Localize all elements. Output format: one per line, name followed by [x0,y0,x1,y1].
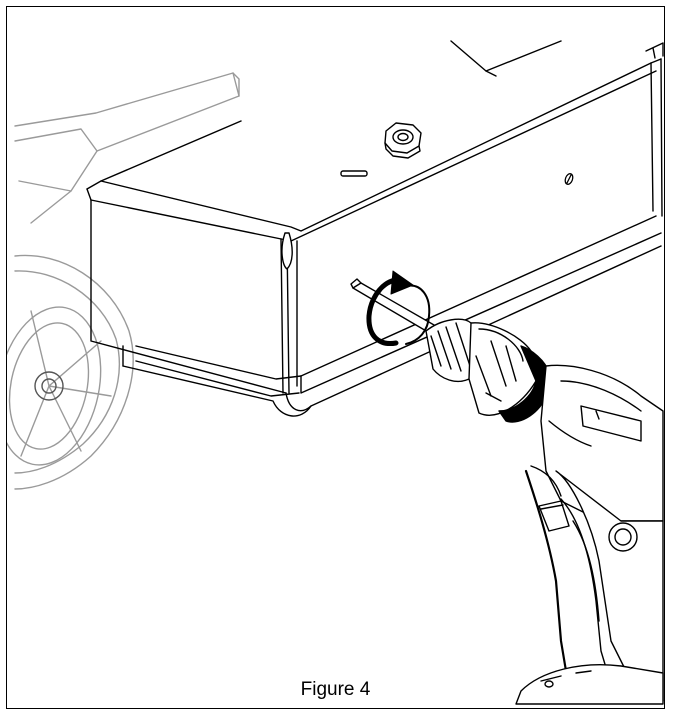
hopper-box [86,40,664,417]
cordless-drill [425,318,664,705]
side-screw [564,173,574,185]
figure-caption: Figure 4 [300,679,371,700]
hex-nut [384,122,422,159]
top-slot [340,170,368,177]
mower-wheel [7,254,134,490]
figure-frame: Figure 4 [6,6,665,709]
figure-illustration [7,40,664,705]
mower-deck-outline [14,72,240,224]
rotation-arrow-icon [366,270,431,347]
